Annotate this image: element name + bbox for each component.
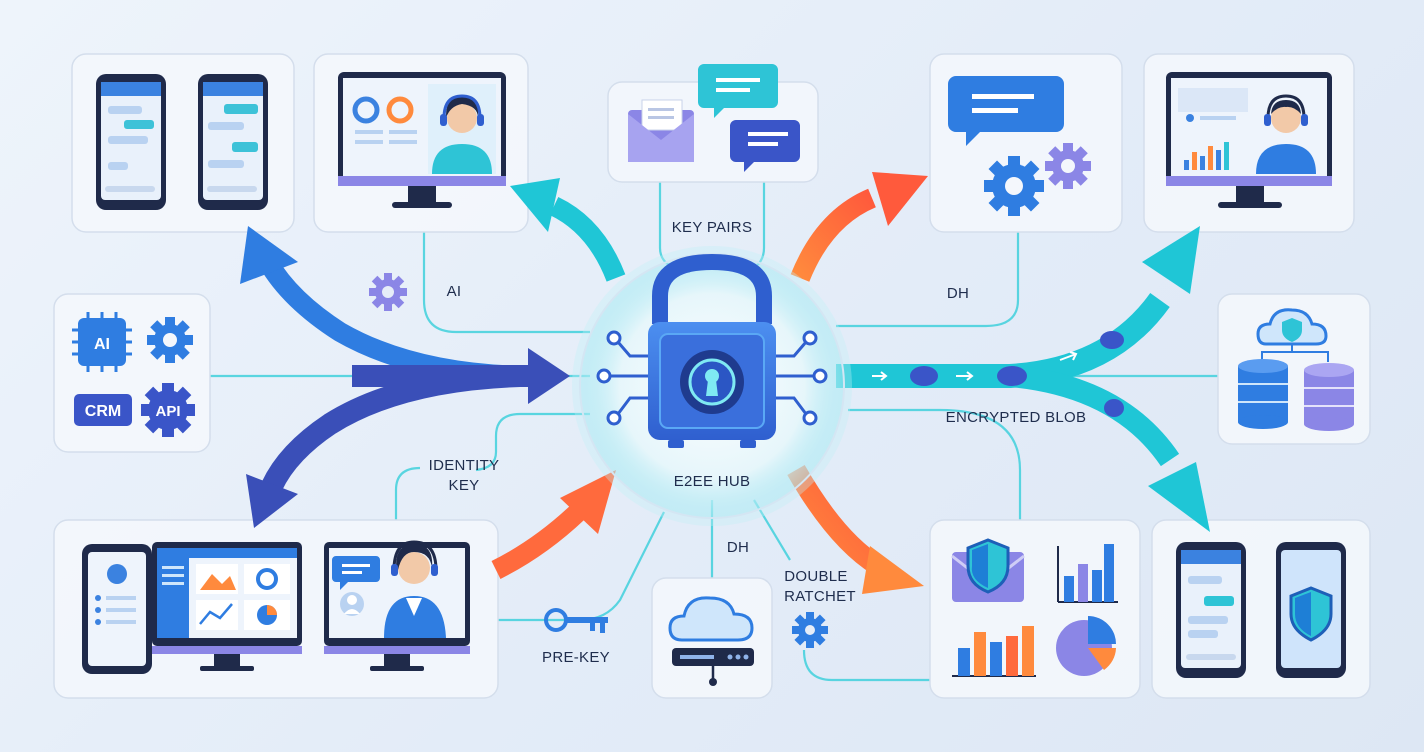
label-encrypted-blob: ENCRYPTED BLOB xyxy=(946,409,1087,426)
card-workstations xyxy=(53,519,499,699)
circuit-nodes xyxy=(596,330,828,426)
flow-labels: KEY PAIRS AI DH ENCRYPTED BLOB IDENTITY … xyxy=(429,219,1087,666)
chat-bubble-icon xyxy=(730,120,800,172)
arrow-to-settings xyxy=(790,188,877,282)
label-identity-key-line1: IDENTITY xyxy=(429,457,500,474)
headset-agent-icon xyxy=(1256,94,1316,174)
smartphone-icon xyxy=(198,74,268,210)
arrow-to-desktop-agent xyxy=(549,196,626,282)
label-ai: AI xyxy=(447,283,462,300)
label-key-pairs: KEY PAIRS xyxy=(672,219,753,236)
crm-badge: CRM xyxy=(74,394,132,426)
smartphone-icon xyxy=(96,74,166,210)
arrow-to-mobile-secure xyxy=(1008,365,1180,467)
chat-bubble-icon xyxy=(948,76,1064,146)
hub-label: E2EE HUB xyxy=(674,473,751,490)
label-dh-top: DH xyxy=(947,285,969,302)
server-icon xyxy=(672,648,754,686)
label-double-ratchet-line2: RATCHET xyxy=(784,588,856,605)
integration-ai-label: AI xyxy=(94,336,110,353)
arrow-from-workstations xyxy=(491,504,585,579)
label-dh-bottom: DH xyxy=(727,539,749,556)
arrow-to-mobile-chat xyxy=(259,256,549,387)
envelope-icon xyxy=(628,99,694,162)
e2ee-hub: E2EE HUB xyxy=(572,246,852,526)
card-integrations: AI CRM API xyxy=(53,293,211,453)
headset-agent-icon xyxy=(428,84,496,174)
gear-icon xyxy=(147,317,193,363)
shield-icon xyxy=(1289,586,1333,642)
gear-icon xyxy=(1045,143,1091,189)
smartphone-icon xyxy=(82,544,152,674)
card-desktop-agent-right xyxy=(1143,53,1355,233)
card-cloud-server xyxy=(651,577,773,699)
ai-chip-icon: AI xyxy=(72,312,132,372)
label-identity-key-line2: KEY xyxy=(449,477,480,494)
pie-chart-icon xyxy=(1056,616,1116,676)
card-mobile-chat xyxy=(71,53,295,233)
integration-crm-label: CRM xyxy=(85,403,121,420)
headset-agent-icon xyxy=(384,540,446,638)
card-analytics xyxy=(929,519,1141,699)
cloud-icon xyxy=(668,596,754,642)
encrypted-blob-packets xyxy=(910,331,1124,417)
database-icon xyxy=(1304,363,1354,431)
card-desktop-agent xyxy=(313,53,529,233)
padlock-icon xyxy=(648,253,776,448)
label-double-ratchet-line1: DOUBLE xyxy=(784,568,848,585)
integration-api-label: API xyxy=(155,403,180,420)
card-mobile-secure xyxy=(1151,519,1371,699)
card-messages xyxy=(607,64,819,183)
gear-icon xyxy=(792,612,828,648)
smartphone-icon xyxy=(1176,542,1246,678)
key-icon xyxy=(544,608,608,633)
gear-icon xyxy=(984,156,1044,216)
cloud-icon xyxy=(1256,308,1328,346)
bar-chart-icon xyxy=(952,626,1036,677)
label-pre-key: PRE-KEY xyxy=(542,649,610,666)
card-settings-chat xyxy=(929,53,1123,233)
monitor-icon xyxy=(152,542,302,671)
api-gear-icon: API xyxy=(141,383,195,437)
bar-chart-icon xyxy=(1057,544,1118,603)
chat-bubble-icon xyxy=(698,64,778,118)
flow-arrows xyxy=(240,172,1210,594)
gear-icon xyxy=(369,273,407,311)
database-icon xyxy=(1238,359,1288,429)
shield-icon xyxy=(966,538,1010,594)
card-cloud-database xyxy=(1217,293,1371,445)
